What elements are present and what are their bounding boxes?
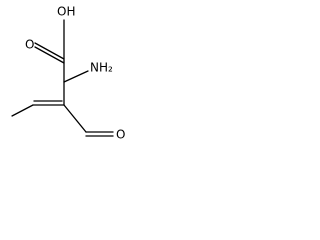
bond-vinyl-aldehyde — [63, 104, 87, 133]
atom-label-amine: NH₂ — [90, 61, 113, 75]
atom-label-hydroxyl: OH — [57, 5, 75, 19]
atom-label-acid-oxygen: O — [25, 38, 34, 52]
bond-methyl — [11, 104, 34, 117]
chemical-structure-diagram: OH O NH₂ O — [11, 5, 125, 142]
bond-alpha-amine — [63, 70, 89, 83]
bond-acid-carbonyl-inner — [34, 46, 65, 64]
atom-label-aldehyde-oxygen: O — [116, 128, 125, 142]
bond-acid-carbonyl-outer — [34, 42, 65, 60]
